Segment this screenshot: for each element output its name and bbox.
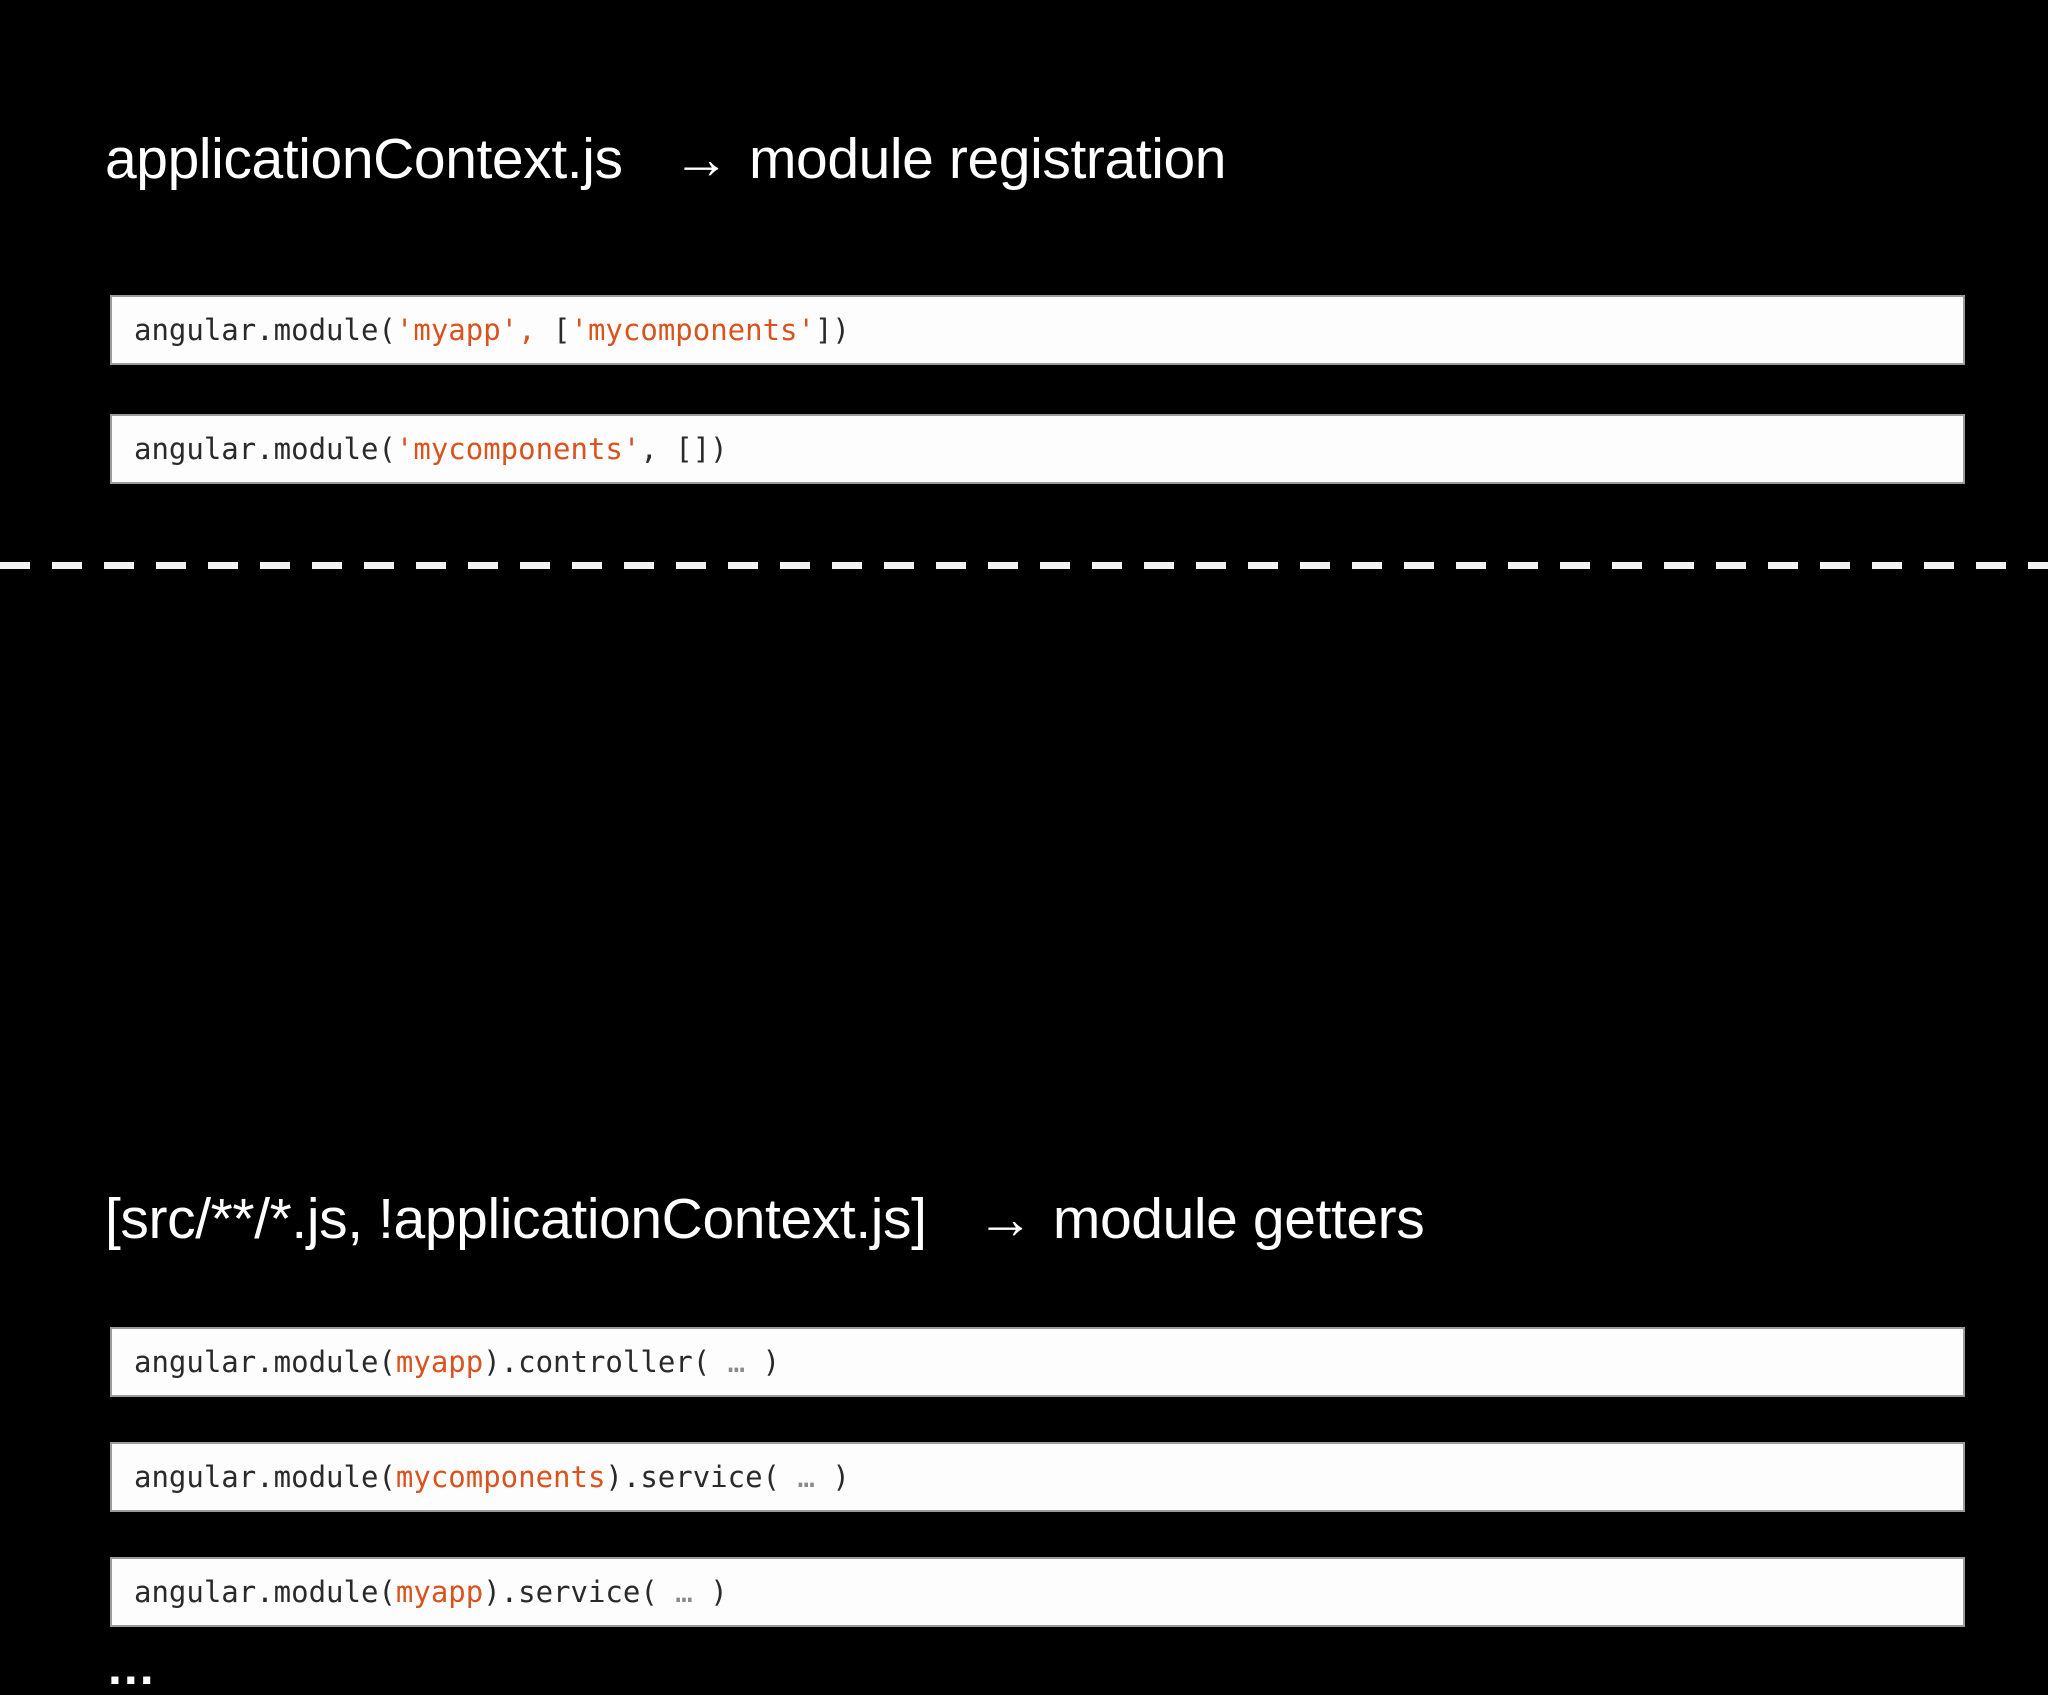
heading-source-glob-pattern: [src/**/*.js, !applicationContext.js] xyxy=(105,1187,927,1251)
code-block-module-registration-mycomponents: angular.module('mycomponents', []) xyxy=(110,414,1965,484)
code-block-module-registration-myapp: angular.module('myapp', ['mycomponents']… xyxy=(110,295,1965,365)
section-module-getters: [src/**/*.js, !applicationContext.js] → … xyxy=(0,574,2048,1692)
code-token-plain: ).controller( xyxy=(483,1344,728,1379)
page-title-module-getters: [src/**/*.js, !applicationContext.js] → … xyxy=(105,1187,1425,1251)
code-token-string: 'mycomponents' xyxy=(395,431,641,466)
code-token-plain: angular.module( xyxy=(134,431,396,466)
arrow-right-icon: → xyxy=(976,1187,1034,1251)
code-block-getter-service-mycomponents: angular.module(mycomponents).service( … … xyxy=(110,1442,1965,1512)
code-line: angular.module(myapp).service( … ) xyxy=(112,1574,728,1609)
code-token-ellipsis: … xyxy=(797,1459,815,1494)
code-token-plain: ).service( xyxy=(483,1574,676,1609)
code-line: angular.module(mycomponents).service( … … xyxy=(112,1459,850,1494)
arrow-right-icon: → xyxy=(672,127,730,191)
code-token-plain: , []) xyxy=(640,431,728,466)
code-token-identifier: mycomponents xyxy=(395,1459,606,1494)
heading-target-module-registration: module registration xyxy=(748,127,1227,191)
trailing-ellipsis: ... xyxy=(108,1639,156,1695)
code-token-plain: angular.module( xyxy=(134,1344,396,1379)
code-token-plain: ) xyxy=(814,1459,850,1494)
code-token-ellipsis: … xyxy=(675,1574,693,1609)
section-module-registration: applicationContext.js → module registrat… xyxy=(0,0,2048,568)
code-token-ellipsis: … xyxy=(727,1344,746,1379)
heading-source-applicationcontext: applicationContext.js xyxy=(105,127,623,191)
code-token-plain: angular.module( xyxy=(134,1574,396,1609)
code-line: angular.module('mycomponents', []) xyxy=(112,431,728,466)
code-token-identifier: myapp xyxy=(395,1344,484,1379)
code-token-plain: ]) xyxy=(814,312,850,347)
code-block-getter-controller-myapp: angular.module(myapp).controller( … ) xyxy=(110,1327,1965,1397)
code-line: angular.module(myapp).controller( … ) xyxy=(112,1344,781,1379)
code-token-plain: angular.module( xyxy=(134,312,396,347)
code-token-plain: ) xyxy=(745,1344,781,1379)
code-line: angular.module('myapp', ['mycomponents']… xyxy=(112,312,850,347)
heading-target-module-getters: module getters xyxy=(1052,1187,1425,1251)
dashed-divider xyxy=(0,562,2048,569)
page-title-module-registration: applicationContext.js → module registrat… xyxy=(105,128,1226,191)
code-token-string: 'mycomponents' xyxy=(570,312,815,347)
code-token-identifier: myapp xyxy=(395,1574,484,1609)
code-token-plain: ).service( xyxy=(605,1459,798,1494)
code-token-plain: [ xyxy=(535,312,571,347)
code-block-getter-service-myapp: angular.module(myapp).service( … ) xyxy=(110,1557,1965,1627)
code-token-plain: ) xyxy=(692,1574,728,1609)
code-token-string: 'myapp', xyxy=(395,312,536,347)
code-token-plain: angular.module( xyxy=(134,1459,396,1494)
